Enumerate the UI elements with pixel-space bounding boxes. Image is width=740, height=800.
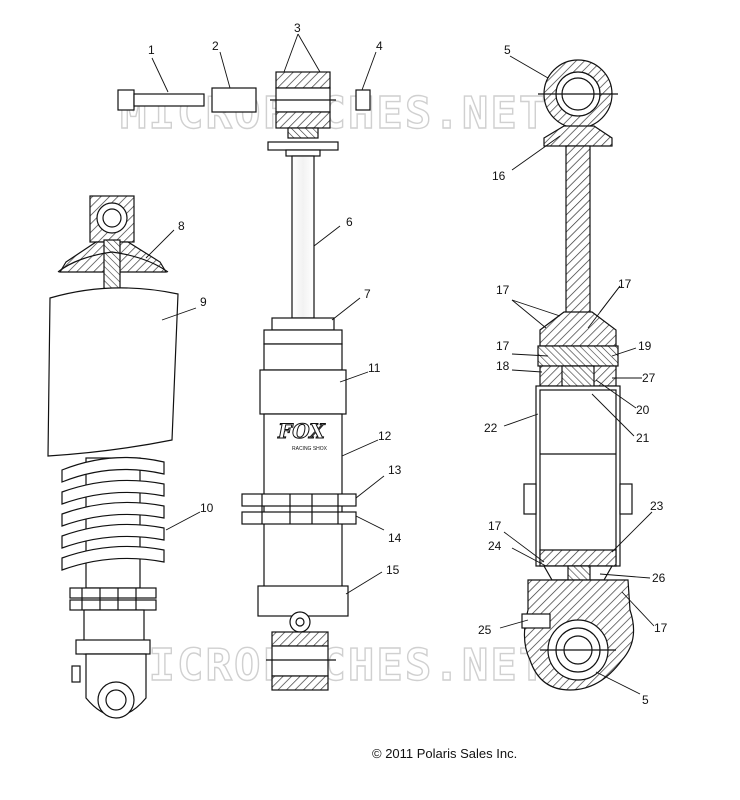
part-3-bushing-eye: [270, 71, 336, 139]
fox-logo-subtext: RACING SHOX: [292, 446, 328, 452]
right-section-view: [521, 59, 635, 691]
part-2-spacer: [211, 87, 257, 113]
callout-10: 10: [200, 501, 214, 515]
callout-2: 2: [212, 39, 219, 53]
callout-27: 27: [642, 371, 656, 385]
part-1-bolt: [117, 89, 205, 111]
callout-6: 6: [346, 215, 353, 229]
callout-21: 21: [636, 431, 650, 445]
callout-17-b: 17: [618, 277, 632, 291]
callout-17-a: 17: [496, 283, 510, 297]
callout-14: 14: [388, 531, 402, 545]
callout-7: 7: [364, 287, 371, 301]
callout-22: 22: [484, 421, 498, 435]
part-10-spring: [61, 456, 165, 589]
callout-17-e: 17: [654, 621, 668, 635]
callout-16: 16: [492, 169, 506, 183]
callouts: 1 2 3 4 5 16 6 8 9 7 11 12 13 14 10 15 1…: [148, 21, 668, 707]
callout-9: 9: [200, 295, 207, 309]
callout-4: 4: [376, 39, 383, 53]
middle-shock: FOX RACING SHOX: [241, 141, 357, 691]
callout-1: 1: [148, 43, 155, 57]
callout-24: 24: [488, 539, 502, 553]
callout-19: 19: [638, 339, 652, 353]
callout-25: 25: [478, 623, 492, 637]
leader-lines: [145, 33, 655, 695]
callout-23: 23: [650, 499, 664, 513]
fox-logo: FOX: [277, 419, 326, 443]
callout-17-d: 17: [488, 519, 502, 533]
callout-12: 12: [378, 429, 392, 443]
svg-text:MICROFICHES.NET: MICROFICHES.NET: [120, 640, 547, 691]
callout-11: 11: [368, 361, 381, 375]
callout-13: 13: [388, 463, 402, 477]
watermark-bottom: MICROFICHES.NET: [119, 639, 547, 691]
callout-20: 20: [636, 403, 650, 417]
left-shock: [47, 195, 179, 719]
callout-5-top: 5: [504, 43, 511, 57]
callout-15: 15: [386, 563, 400, 577]
callout-8: 8: [178, 219, 185, 233]
callout-17-c: 17: [496, 339, 510, 353]
callout-26: 26: [652, 571, 666, 585]
callout-3: 3: [294, 21, 301, 35]
part-4-nut: [355, 89, 371, 111]
copyright-notice: © 2011 Polaris Sales Inc.: [372, 746, 518, 761]
callout-18: 18: [496, 359, 510, 373]
callout-5-bottom: 5: [642, 693, 649, 707]
